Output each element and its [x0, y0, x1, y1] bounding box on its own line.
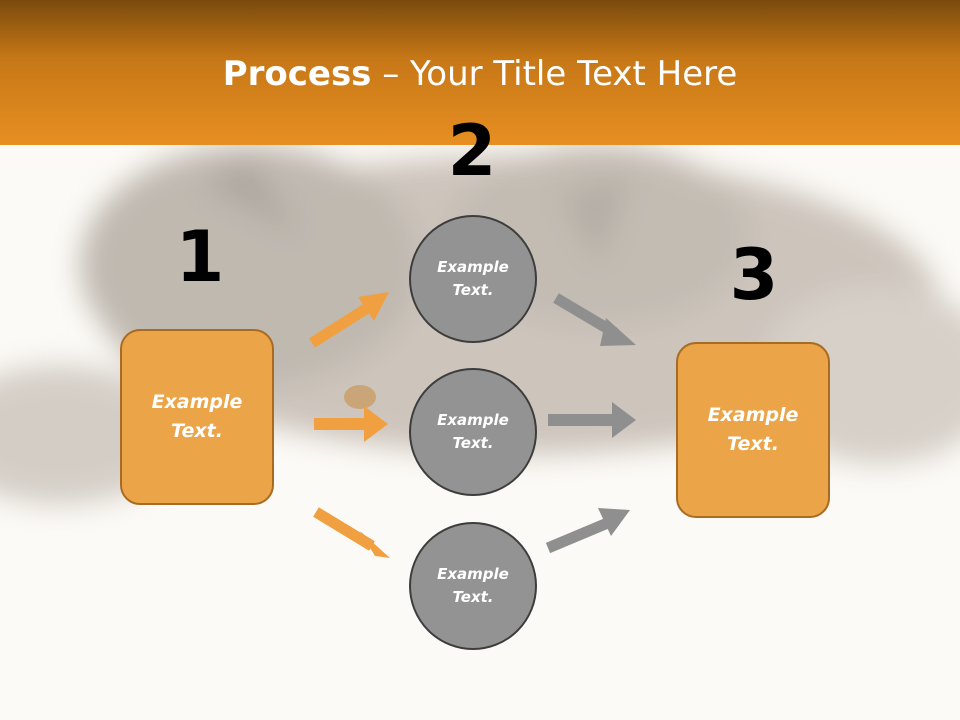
step-number-1: 1 [175, 216, 225, 298]
title-bold: Process [222, 54, 372, 94]
circle-middle-line2: Text. [452, 434, 494, 452]
circle-top-line2: Text. [452, 281, 494, 299]
arrow-orange-down [313, 507, 390, 558]
arrow-orange-up [309, 292, 389, 348]
arrow-orange-right [314, 406, 388, 442]
arrow-gray-up [545, 508, 630, 554]
step-3-text-line2: Text. [727, 433, 779, 455]
slide-title: Process – Your Title Text Here [0, 52, 960, 96]
circle-middle-line1: Example [437, 411, 509, 429]
header-bar [0, 0, 960, 145]
circle-bottom-line1: Example [437, 565, 509, 583]
step-1-text-line2: Text. [171, 420, 223, 442]
arrow-gray-right [548, 402, 636, 438]
title-rest: – Your Title Text Here [371, 54, 738, 94]
step-3-text-line1: Example [707, 404, 799, 426]
cat-eye [344, 385, 376, 409]
circle-top-line1: Example [437, 258, 509, 276]
arrow-gray-down [553, 293, 636, 346]
step-number-3: 3 [729, 234, 779, 316]
circle-bottom-line2: Text. [452, 588, 494, 606]
step-number-2: 2 [447, 110, 497, 192]
step-1-text-line1: Example [151, 391, 243, 413]
